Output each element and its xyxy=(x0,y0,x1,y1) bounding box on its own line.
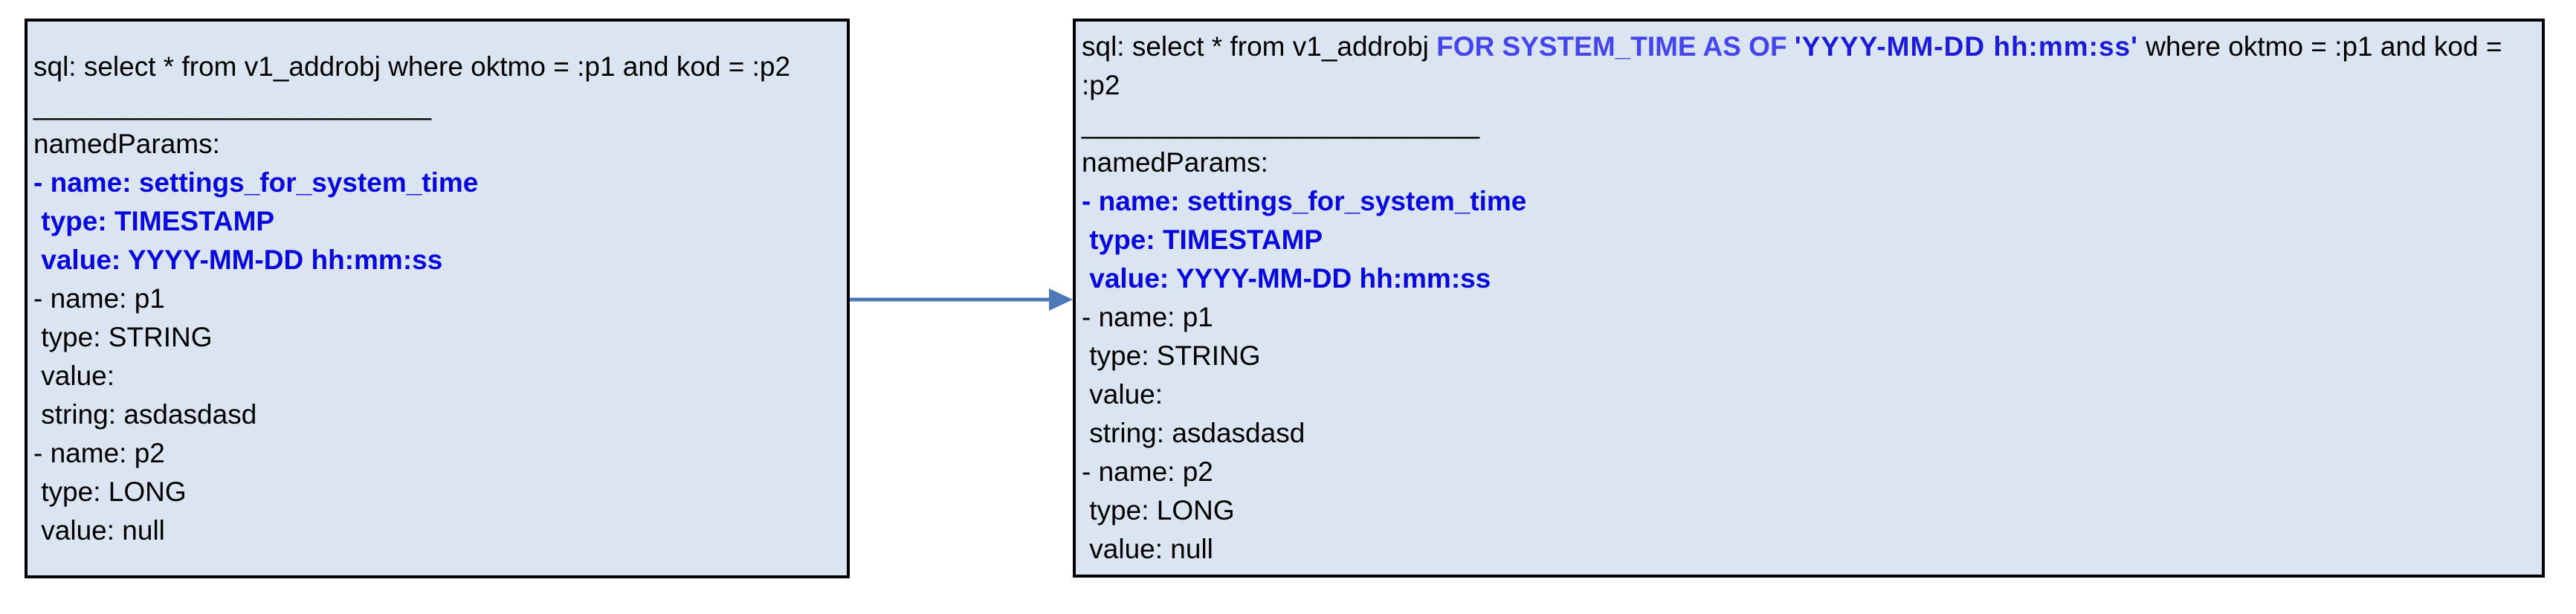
named-params-header: namedParams: xyxy=(33,128,220,159)
original-query-panel: sql: select * from v1_addrobj where oktm… xyxy=(25,19,850,578)
param-line: type: STRING xyxy=(1082,340,1261,371)
param-line: - name: p2 xyxy=(1082,456,1213,487)
param-line: type: STRING xyxy=(33,321,213,352)
param-line: value: xyxy=(33,360,115,391)
system-time-keyword: FOR SYSTEM_TIME AS OF xyxy=(1436,31,1795,62)
param-line: - name: p1 xyxy=(1082,302,1213,332)
separator-line: __________________________ xyxy=(33,89,432,120)
sql-prefix: sql: select * from v1_addrobj xyxy=(1082,31,1437,62)
param-line: value: xyxy=(1082,379,1163,410)
named-params-header: namedParams: xyxy=(1082,147,1268,178)
param-line: type: LONG xyxy=(1082,495,1235,526)
sql-suffix: where oktmo = :p1 and kod = xyxy=(2137,31,2502,62)
param-line: value: null xyxy=(1082,534,1213,564)
param-line: string: asdasdasd xyxy=(1082,418,1305,448)
sql-text: sql: select * from v1_addrobj where oktm… xyxy=(33,51,791,82)
param-line: type: TIMESTAMP xyxy=(1082,224,1323,255)
param-line: value: YYYY-MM-DD hh:mm:ss xyxy=(1082,263,1491,294)
param-line: value: null xyxy=(33,514,165,546)
param-line: type: LONG xyxy=(33,476,187,507)
param-line: - name: p2 xyxy=(33,437,165,468)
param-line: value: YYYY-MM-DD hh:mm:ss xyxy=(33,244,443,275)
separator-line: __________________________ xyxy=(1082,109,1480,139)
sql-suffix-wrap: :p2 xyxy=(1082,70,1120,100)
param-line: - name: settings_for_system_time xyxy=(1082,186,1527,216)
rewritten-query-panel: sql: select * from v1_addrobj FOR SYSTEM… xyxy=(1073,19,2545,578)
timestamp-literal: 'YYYY-MM-DD hh:mm:ss' xyxy=(1794,31,2138,62)
param-line: type: TIMESTAMP xyxy=(33,205,275,236)
param-line: - name: settings_for_system_time xyxy=(33,167,479,198)
right-arrow-icon xyxy=(850,288,1073,311)
param-line: string: asdasdasd xyxy=(33,398,257,430)
sql-line: sql: select * from v1_addrobj FOR SYSTEM… xyxy=(1082,28,2536,105)
sql-line: sql: select * from v1_addrobj where oktm… xyxy=(33,48,841,86)
transform-arrow xyxy=(848,286,1074,313)
param-line: - name: p1 xyxy=(33,282,165,314)
